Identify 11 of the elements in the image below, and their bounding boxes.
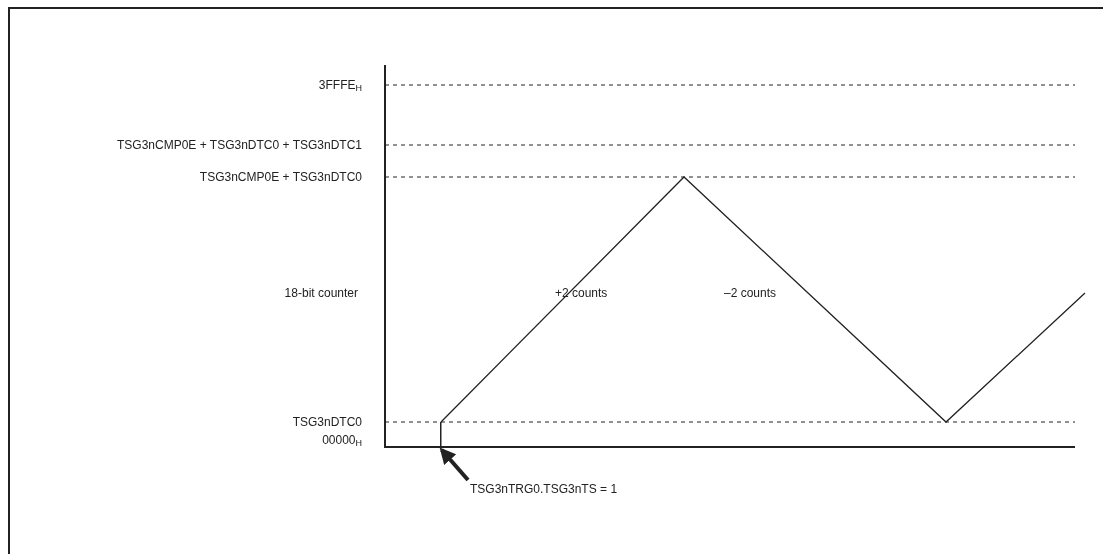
- axis-label: TSG3nDTC0: [292, 415, 362, 429]
- axis-label: –2 counts: [724, 286, 777, 300]
- axis-label: TSG3nCMP0E + TSG3nDTC0 + TSG3nDTC1: [117, 138, 362, 152]
- start-tick: [440, 422, 442, 447]
- axis-label: 3FFFE$_{H}$: [318, 78, 362, 92]
- axis-label: 18-bit counter: [284, 286, 358, 300]
- axis-label: +2 counts: [555, 286, 608, 300]
- axis-label: 00000$_{H}$: [322, 433, 362, 447]
- leader-arrow: [439, 447, 470, 482]
- annotation-text: TSG3nTRG0.TSG3nTS = 1: [470, 480, 618, 496]
- axis-label: TSG3nCMP0E + TSG3nDTC0: [199, 170, 362, 184]
